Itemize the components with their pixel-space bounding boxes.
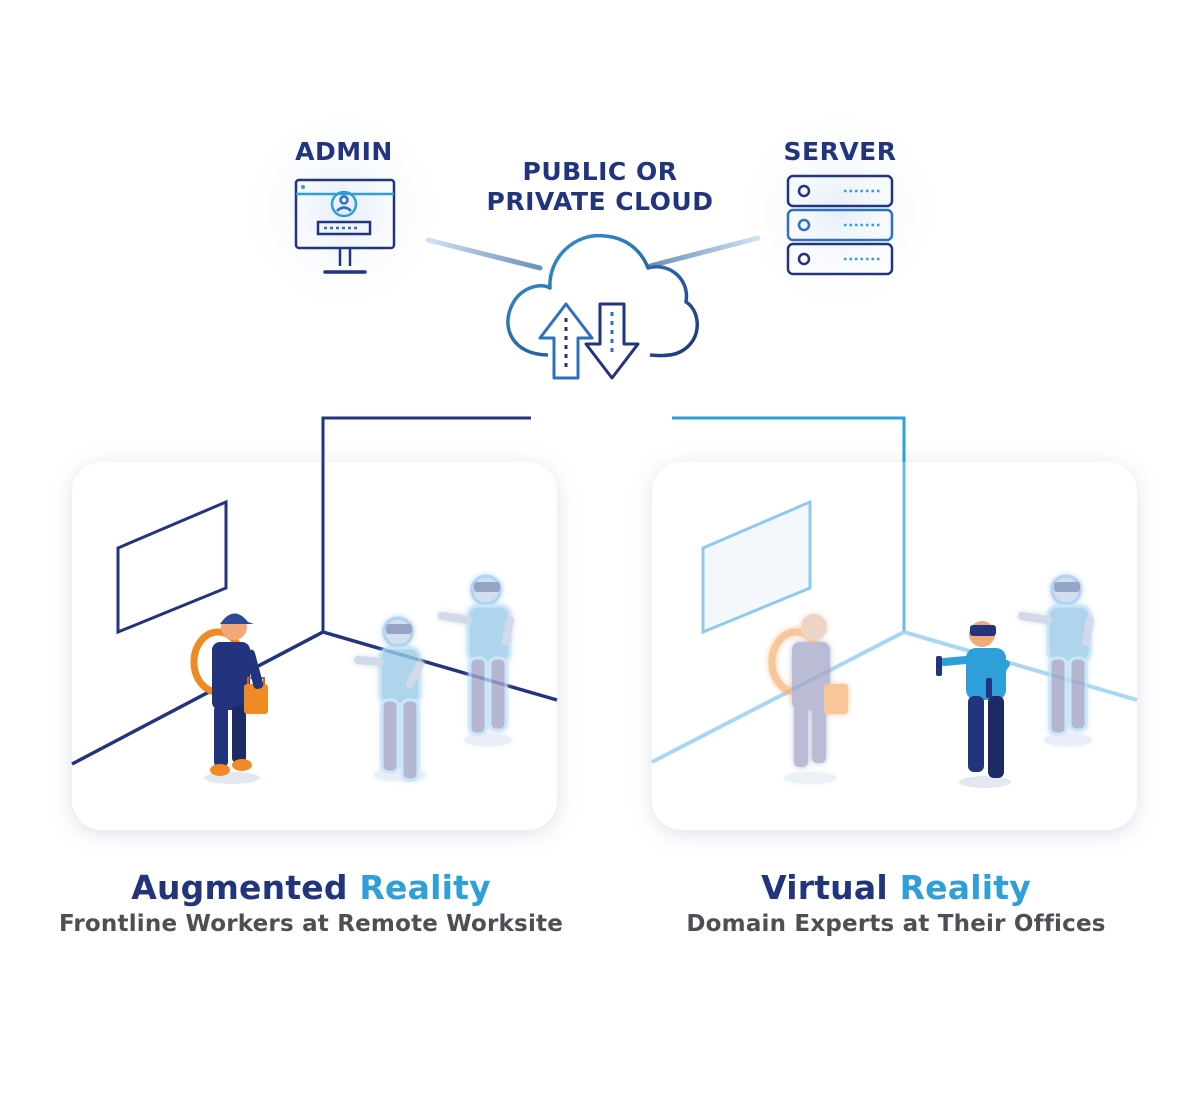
ar-expert-ghost-1 — [354, 616, 426, 782]
ar-title: Augmented Reality — [0, 868, 622, 908]
cloud-label-line1: PUBLIC OR — [522, 157, 678, 186]
vr-worker-ghost — [768, 614, 848, 784]
ar-scene-card — [71, 462, 558, 830]
vr-expert-ghost — [1018, 574, 1094, 746]
vr-caption: Virtual Reality Domain Experts at Their … — [640, 868, 1152, 940]
vr-title: Virtual Reality — [640, 868, 1152, 908]
vr-subtitle: Domain Experts at Their Offices — [686, 911, 1106, 937]
server-cloud-link — [647, 235, 761, 269]
ar-title-word2: Reality — [359, 868, 491, 907]
vr-domain-expert — [936, 621, 1011, 788]
server-label: SERVER — [783, 137, 897, 166]
vr-title-word2: Reality — [899, 868, 1031, 907]
cloud-label: PUBLIC OR PRIVATE CLOUD — [460, 157, 740, 217]
cloud-upload-download-icon — [506, 233, 699, 380]
ar-remote-experts — [354, 574, 514, 782]
ar-title-word1: Augmented — [131, 868, 348, 907]
cloud-label-line2: PRIVATE CLOUD — [486, 187, 714, 216]
admin-cloud-link — [425, 237, 543, 271]
admin-label: ADMIN — [295, 137, 393, 166]
vr-title-word1: Virtual — [761, 868, 888, 907]
monitor-user-icon — [294, 178, 396, 274]
vr-scene-card — [651, 462, 1138, 830]
server-rack-icon — [786, 174, 894, 276]
ar-caption: Augmented Reality Frontline Workers at R… — [0, 868, 622, 940]
ar-frontline-worker — [190, 613, 268, 784]
ar-expert-ghost-2 — [438, 574, 514, 746]
admin-glow — [233, 100, 453, 320]
ar-subtitle: Frontline Workers at Remote Worksite — [58, 911, 564, 937]
